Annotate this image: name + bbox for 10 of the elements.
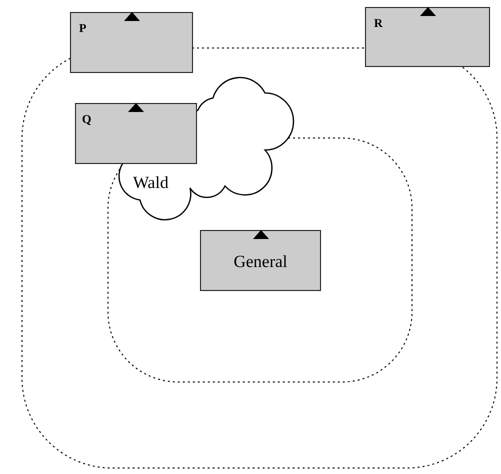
- unit-box: [200, 230, 321, 291]
- box-label: General: [232, 252, 288, 272]
- unit-letter: Q: [82, 112, 92, 127]
- unit-box: [365, 7, 490, 67]
- cloud-shape: [117, 76, 295, 221]
- cloud-label: Wald: [133, 173, 168, 193]
- unit-box: [70, 12, 193, 73]
- unit-letter: P: [79, 21, 86, 36]
- unit-box: [75, 103, 197, 164]
- unit-letter: R: [374, 16, 383, 31]
